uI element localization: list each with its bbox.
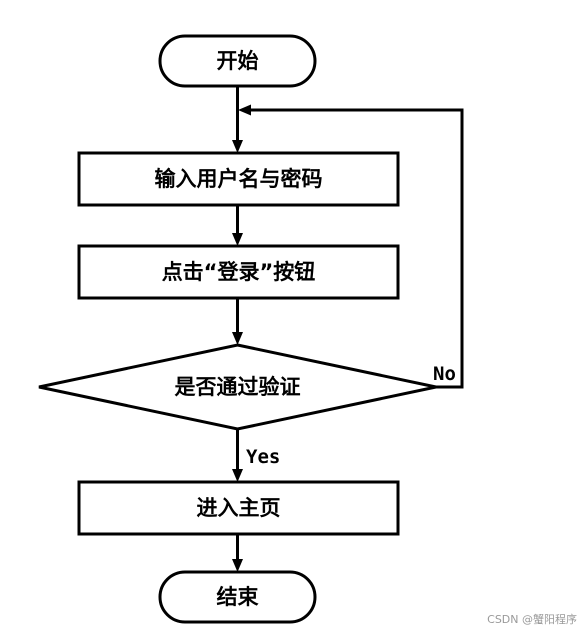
arrow-home-to-end: [232, 534, 243, 572]
enter-home-node: 进入主页: [77, 480, 400, 536]
arrow-start-to-input: [232, 86, 243, 153]
click-login-node: 点击“登录”按钮: [77, 244, 400, 300]
no-label: No: [433, 363, 456, 385]
watermark-text: CSDN @蟹阳程序: [487, 613, 577, 626]
start-node: 开始: [158, 34, 317, 88]
click-login-label: 点击“登录”按钮: [162, 260, 316, 284]
arrow-click-to-decision: [232, 298, 243, 345]
end-label: 结束: [217, 585, 260, 609]
verification-decision-label: 是否通过验证: [175, 375, 301, 399]
verification-decision-node: 是否通过验证: [38, 343, 437, 431]
end-node: 结束: [158, 570, 317, 624]
yes-label: Yes: [246, 446, 280, 468]
arrow-input-to-click: [232, 205, 243, 246]
arrow-no-loop: No: [238, 104, 464, 389]
input-credentials-label: 输入用户名与密码: [155, 167, 323, 191]
input-credentials-node: 输入用户名与密码: [77, 151, 400, 207]
arrow-yes-to-home: Yes: [232, 429, 280, 482]
enter-home-label: 进入主页: [197, 496, 281, 520]
start-label: 开始: [217, 49, 259, 73]
